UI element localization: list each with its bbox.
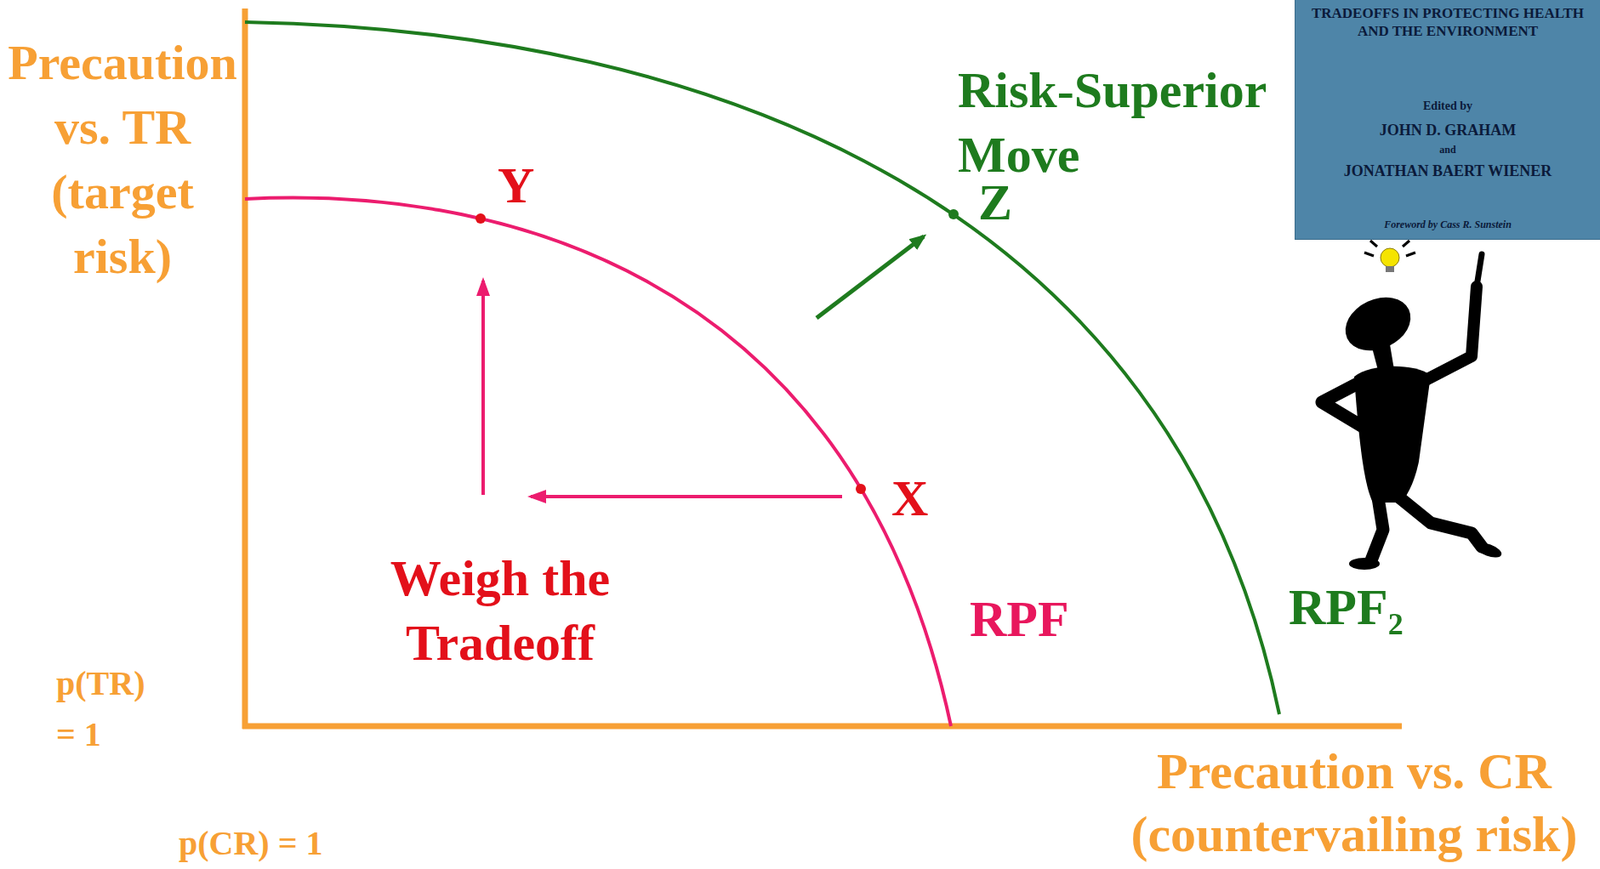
book-title: TRADEOFFS IN PROTECTING HEALTH AND THE E… bbox=[1300, 4, 1595, 40]
point-dot bbox=[948, 209, 959, 220]
point-label: X bbox=[891, 466, 929, 531]
figure-leg bbox=[1399, 497, 1482, 547]
point-dot bbox=[855, 483, 866, 495]
tradeoff-label: Weigh the Tradeoff bbox=[359, 546, 641, 676]
bulb-ray bbox=[1406, 252, 1416, 257]
thinking-figure bbox=[1321, 240, 1504, 570]
curve-label: RPF₂ bbox=[1288, 575, 1404, 640]
book-editor: JONATHAN BAERT WIENER bbox=[1300, 161, 1595, 181]
point-dot bbox=[475, 213, 486, 224]
axis-title: Precaution vs. TR (target risk) bbox=[1, 30, 244, 290]
curve-label: RPF bbox=[969, 586, 1070, 652]
book-credit: and bbox=[1300, 142, 1595, 157]
figure-arm bbox=[1321, 381, 1365, 428]
book-cover: TRADEOFFS IN PROTECTING HEALTH AND THE E… bbox=[1294, 0, 1600, 240]
book-credit: Foreword by Cass R. Sunstein bbox=[1300, 217, 1595, 232]
probability-label: p(CR) = 1 bbox=[178, 823, 323, 865]
book-editor: JOHN D. GRAHAM bbox=[1300, 120, 1595, 140]
book-credit: Edited by bbox=[1300, 98, 1595, 114]
tradeoff-arrow bbox=[530, 495, 843, 499]
move-label: Risk-Superior Move bbox=[957, 57, 1294, 188]
figure-arm bbox=[1425, 286, 1477, 381]
bulb-ray bbox=[1402, 240, 1410, 247]
figure-foot bbox=[1349, 558, 1380, 570]
figure-leg bbox=[1371, 497, 1384, 561]
frontier-curve bbox=[244, 22, 1280, 715]
x-axis bbox=[242, 723, 1402, 730]
figure-torso bbox=[1354, 366, 1431, 503]
point-label: Z bbox=[978, 170, 1013, 235]
y-axis bbox=[242, 8, 249, 729]
superior-arrow bbox=[816, 236, 924, 319]
bulb-ray bbox=[1364, 252, 1374, 257]
figure-foot bbox=[1474, 540, 1504, 561]
axis-title: Precaution vs. CR (countervailing risk) bbox=[1120, 740, 1589, 866]
bulb-ray bbox=[1370, 240, 1378, 247]
frontier-curve bbox=[244, 198, 951, 727]
tradeoff-arrow bbox=[481, 280, 485, 496]
figure-finger bbox=[1476, 254, 1482, 287]
point-label: Y bbox=[497, 153, 535, 218]
light-bulb bbox=[1380, 248, 1400, 268]
probability-label: p(TR) = 1 bbox=[56, 658, 167, 761]
bulb-base bbox=[1385, 266, 1395, 273]
